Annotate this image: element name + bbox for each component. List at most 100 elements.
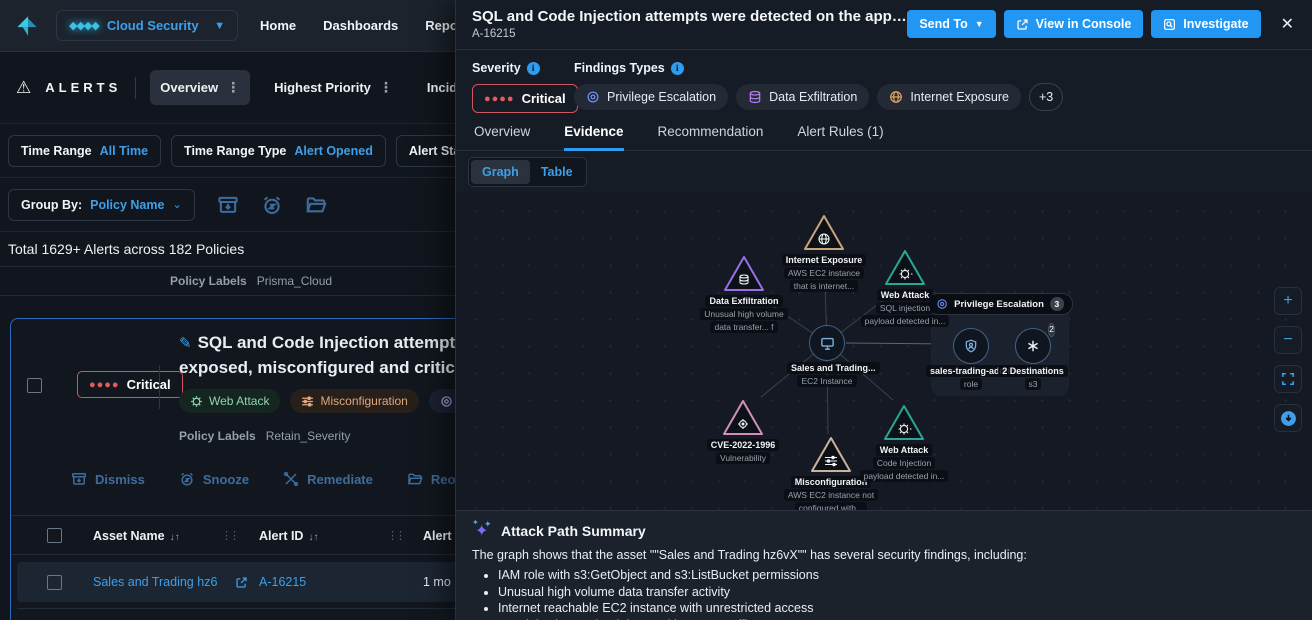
attack-path-graph[interactable]: Privilege Escalation 3 Sales and Trading… bbox=[456, 192, 1312, 510]
bulk-dismiss-icon[interactable] bbox=[217, 194, 239, 216]
groupby-selector[interactable]: Group By: Policy Name ⌄ bbox=[8, 188, 195, 221]
panel-header: SQL and Code Injection attempts were det… bbox=[456, 0, 1312, 50]
dismiss-archive-icon bbox=[72, 473, 86, 485]
monitor-icon bbox=[809, 325, 845, 361]
spiral-icon bbox=[937, 299, 947, 309]
dismiss-button[interactable]: Dismiss bbox=[71, 471, 145, 487]
view-in-console-button[interactable]: View in Console bbox=[1003, 10, 1144, 38]
divider bbox=[135, 76, 137, 99]
tab-overview-panel[interactable]: Overview bbox=[474, 123, 531, 139]
policy-labels-value: Prisma_Cloud bbox=[256, 274, 333, 288]
reopen-button[interactable]: Reopen bbox=[407, 471, 456, 487]
alert-group-card-selected[interactable]: ●●●● Critical ✎SQL and Code Injection at… bbox=[10, 318, 456, 620]
card-policy-labels: Policy Labels Retain_Severity bbox=[179, 429, 351, 443]
nav-items: Home Dashboards Reports In bbox=[260, 18, 456, 33]
remediate-button[interactable]: Remediate bbox=[283, 471, 373, 487]
fullscreen-icon bbox=[1281, 372, 1295, 386]
findings-more-badge[interactable]: +3 bbox=[1029, 83, 1064, 111]
finding-internet-exposure[interactable]: Internet Exposure bbox=[877, 84, 1021, 110]
table-view-button[interactable]: Table bbox=[540, 164, 573, 179]
info-icon[interactable]: i bbox=[526, 61, 540, 75]
filter-alert-status[interactable]: Alert Status Open bbox=[395, 134, 456, 167]
snooze-button[interactable]: Snooze bbox=[179, 471, 249, 487]
bulk-snooze-icon[interactable] bbox=[261, 194, 283, 216]
filter-time-range[interactable]: Time Range All Time bbox=[8, 134, 162, 167]
edit-pencil-icon[interactable]: ✎ bbox=[179, 335, 192, 352]
alert-table-row[interactable]: Sales and Trading hz6 A-16215 1 mo bbox=[17, 562, 456, 602]
tag-privilege-escalation[interactable]: Privilege E bbox=[428, 389, 456, 413]
graph-controls: + − bbox=[1274, 287, 1302, 432]
totals-text: Total 1629+ Alerts across 182 Policies bbox=[8, 241, 245, 257]
fullscreen-button[interactable] bbox=[1274, 365, 1302, 393]
policy-title[interactable]: ✎SQL and Code Injection attempts were d … bbox=[179, 333, 456, 377]
kebab-icon[interactable]: ⋮ bbox=[226, 79, 241, 95]
attack-path-summary: ✦✦✦ Attack Path Summary The graph shows … bbox=[456, 510, 1312, 620]
column-drag-handle-icon[interactable]: ⋮⋮ bbox=[221, 529, 240, 542]
node-internet-exposure[interactable]: Internet Exposure AWS EC2 instance that … bbox=[779, 213, 869, 292]
external-link-icon[interactable] bbox=[235, 576, 248, 589]
sort-icon[interactable]: ↓↑ bbox=[308, 531, 319, 543]
policy-labels-label: Policy Labels bbox=[170, 274, 247, 288]
tag-web-attack[interactable]: Web Attack bbox=[179, 389, 281, 413]
finding-privilege-escalation[interactable]: Privilege Escalation bbox=[574, 84, 729, 110]
node-misconfiguration[interactable]: Misconfiguration AWS EC2 instance not co… bbox=[783, 435, 879, 510]
sort-icon[interactable]: ↓↑ bbox=[169, 531, 180, 543]
alerts-title: ALERTS bbox=[45, 80, 122, 95]
asset-name-link[interactable]: Sales and Trading hz6 bbox=[93, 575, 218, 589]
tab-evidence[interactable]: Evidence bbox=[564, 114, 624, 151]
tab-overview[interactable]: Overview⋮ bbox=[150, 70, 251, 105]
privilege-escalation-group[interactable]: Privilege Escalation 3 bbox=[927, 293, 1073, 396]
globe-icon bbox=[818, 233, 830, 245]
column-drag-handle-icon[interactable]: ⋮⋮ bbox=[387, 529, 406, 542]
node-data-exfiltration[interactable]: Data Exfiltration Unusual high volume da… bbox=[699, 254, 789, 333]
filter-time-range-type[interactable]: Time Range Type Alert Opened bbox=[171, 134, 386, 167]
col-alert-id[interactable]: Alert ID↓↑ bbox=[259, 528, 319, 543]
graph-view-button[interactable]: Graph bbox=[471, 159, 530, 184]
nav-item-reports[interactable]: Reports bbox=[425, 18, 456, 33]
filters-bar: Time Range All Time Time Range Type Aler… bbox=[0, 124, 456, 178]
finding-data-exfiltration[interactable]: Data Exfiltration bbox=[736, 84, 870, 110]
kebab-icon[interactable]: ⋮ bbox=[378, 79, 393, 95]
destination-count-badge: 2 bbox=[1048, 323, 1055, 337]
info-icon[interactable]: i bbox=[670, 61, 684, 75]
node-web-attack-code[interactable]: Web Attack Code Injection payload detect… bbox=[859, 403, 949, 482]
tab-incidents[interactable]: Incidents⋮ bbox=[426, 80, 456, 95]
nav-item-home[interactable]: Home bbox=[260, 18, 297, 33]
download-button[interactable] bbox=[1274, 404, 1302, 432]
alert-id-link[interactable]: A-16215 bbox=[259, 575, 307, 589]
summary-bullets: IAM role with s3:GetObject and s3:ListBu… bbox=[498, 567, 1296, 620]
tab-highest-priority[interactable]: Highest Priority⋮ bbox=[274, 79, 393, 95]
virus-icon bbox=[898, 423, 912, 435]
node-web-attack-sql[interactable]: Web Attack SQL injection payload detecte… bbox=[860, 248, 950, 327]
node-destinations[interactable]: 2 2 Destinations s3 bbox=[993, 323, 1073, 390]
node-cve-vulnerability[interactable]: CVE-2022-1996 Vulnerability bbox=[698, 398, 788, 464]
chevron-down-icon: ▼ bbox=[974, 19, 984, 29]
nav-item-dashboards[interactable]: Dashboards bbox=[323, 18, 399, 33]
close-icon[interactable]: ✕ bbox=[1280, 16, 1294, 33]
col-alert-time[interactable]: Alert bbox=[423, 528, 452, 543]
panel-actions: Send To ▼ View in Console Investigate ✕ bbox=[907, 10, 1298, 38]
card-checkbox[interactable] bbox=[27, 378, 42, 393]
chevron-down-icon: ▼ bbox=[214, 19, 225, 32]
zoom-in-button[interactable]: + bbox=[1274, 287, 1302, 315]
tab-recommendation[interactable]: Recommendation bbox=[657, 123, 764, 139]
row-checkbox[interactable] bbox=[47, 574, 62, 590]
tag-misconfiguration[interactable]: Misconfiguration bbox=[290, 389, 419, 413]
header-checkbox[interactable] bbox=[47, 527, 62, 543]
product-selector[interactable]: ◆◆◆◆ Cloud Security ▼ bbox=[56, 10, 238, 41]
summary-bullet: Internet reachable EC2 instance with unr… bbox=[498, 600, 1296, 617]
tab-alert-rules[interactable]: Alert Rules (1) bbox=[797, 123, 884, 139]
globe-icon bbox=[890, 91, 903, 103]
bulk-reopen-icon[interactable] bbox=[305, 194, 327, 216]
investigate-button-panel[interactable]: Investigate bbox=[1151, 10, 1261, 38]
col-asset-name[interactable]: Asset Name↓↑ bbox=[93, 528, 180, 543]
send-to-button[interactable]: Send To ▼ bbox=[907, 10, 996, 38]
privilege-escalation-header[interactable]: Privilege Escalation 3 bbox=[927, 293, 1073, 315]
panel-title: SQL and Code Injection attempts were det… bbox=[472, 8, 907, 25]
summary-bullet: IAM role with s3:GetObject and s3:ListBu… bbox=[498, 567, 1296, 584]
node-ec2-instance[interactable]: Sales and Trading... EC2 Instance bbox=[787, 325, 880, 387]
top-nav: ◆◆◆◆ Cloud Security ▼ Home Dashboards Re… bbox=[0, 0, 456, 52]
zoom-out-button[interactable]: − bbox=[1274, 326, 1302, 354]
